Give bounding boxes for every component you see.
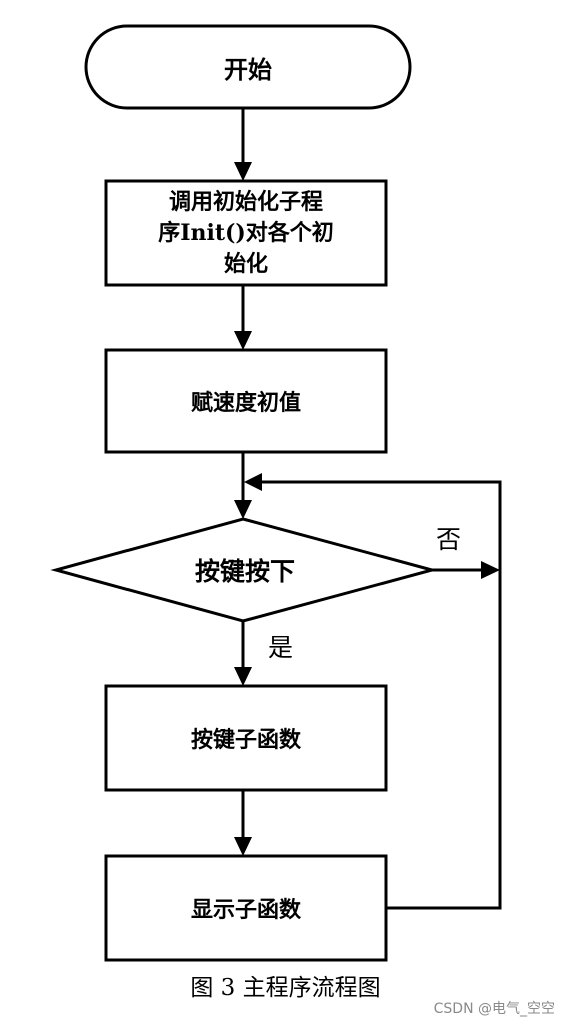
yes-branch-label: 是 — [268, 633, 294, 662]
arrowhead-speed-to-decision — [234, 500, 252, 519]
arrowhead-decision-to-key — [234, 667, 252, 686]
no-branch-label: 否 — [436, 525, 462, 554]
display-routine-box — [104, 854, 388, 962]
arrowhead-init-to-speed — [234, 331, 252, 350]
figure-caption: 图 3 主程序流程图 — [190, 975, 381, 1001]
start-terminal — [84, 24, 412, 110]
loop-back-line — [262, 480, 502, 910]
key-routine-box — [104, 684, 388, 792]
watermark: CSDN @电气_空空 — [433, 1001, 555, 1017]
arrowhead-decision-no — [481, 561, 500, 579]
arrowhead-start-to-init — [234, 162, 252, 181]
decision-diamond — [50, 517, 438, 623]
arrowhead-loop-back — [244, 473, 262, 491]
arrowhead-key-to-display — [234, 837, 252, 856]
speed-process-box — [104, 348, 388, 454]
init-process-box — [104, 179, 388, 287]
